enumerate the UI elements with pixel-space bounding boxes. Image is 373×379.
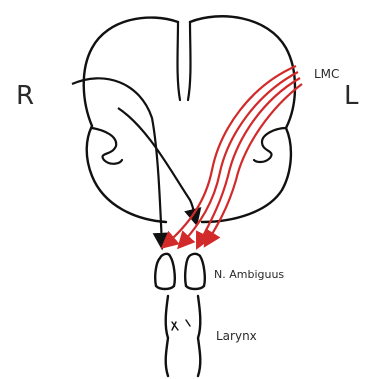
lmc-label: LMC bbox=[314, 67, 339, 81]
red-pathway-2 bbox=[180, 72, 298, 246]
nucleus-ambiguus-left bbox=[185, 254, 205, 289]
lateral-sulcus-left bbox=[254, 128, 286, 162]
larynx-label: Larynx bbox=[216, 329, 257, 343]
nucleus-ambiguus-right bbox=[155, 254, 175, 289]
side-label-right: R bbox=[16, 81, 34, 111]
side-label-left: L bbox=[344, 81, 359, 111]
nucleus-ambiguus-label: N. Ambiguus bbox=[214, 268, 284, 281]
larynx-inner-marks bbox=[172, 320, 190, 330]
longitudinal-fissure bbox=[178, 22, 191, 100]
lateral-sulcus-right bbox=[92, 128, 122, 164]
larynx-outline bbox=[166, 296, 201, 376]
